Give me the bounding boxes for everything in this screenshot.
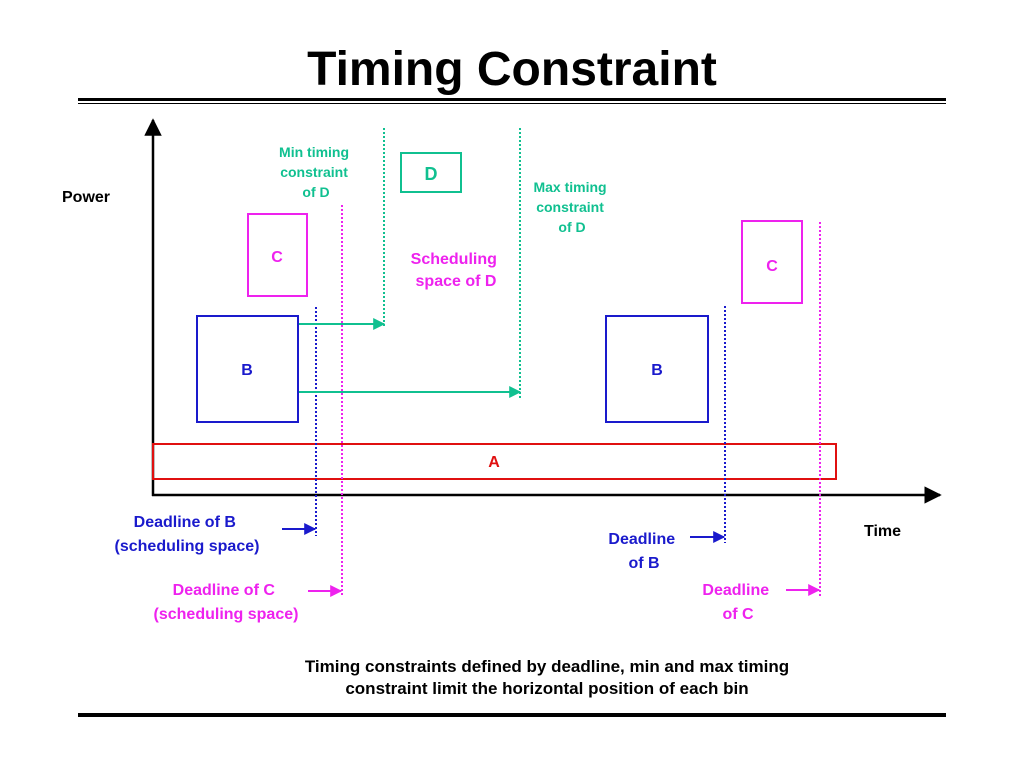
footer-divider <box>78 713 946 717</box>
caption-line-1: Timing constraints defined by deadline, … <box>304 657 790 676</box>
max-timing-d-annotation: Max timing constraint of D <box>533 179 610 235</box>
min-timing-d-annotation: Min timing constraint of D <box>279 144 353 200</box>
bin-b-first-label: B <box>241 362 253 379</box>
y-axis-label: Power <box>62 189 110 206</box>
bin-c-first-label: C <box>271 249 283 266</box>
deadline-b-sched-annotation: Deadline of B (scheduling space) <box>115 514 260 555</box>
bin-a <box>152 443 837 480</box>
bin-b-second-label: B <box>651 362 663 379</box>
deadline-c-annotation: Deadline of C <box>702 582 773 623</box>
bin-c-first <box>247 213 308 297</box>
page-title: Timing Constraint <box>307 43 717 96</box>
caption-line-2: constraint limit the horizontal position… <box>345 679 749 698</box>
title-divider <box>78 98 946 104</box>
scheduling-space-d-annotation: Scheduling space of D <box>411 251 502 290</box>
caption: Timing constraints defined by deadline, … <box>0 656 1024 700</box>
bin-d <box>400 152 462 193</box>
bin-b-second <box>605 315 709 423</box>
bin-d-label: D <box>425 164 438 184</box>
bin-b-first <box>196 315 299 423</box>
bin-c-second <box>741 220 803 304</box>
x-axis-label: Time <box>864 523 901 540</box>
deadline-b-annotation: Deadline of B <box>608 531 679 572</box>
bin-c-second-label: C <box>766 258 778 275</box>
bin-a-label: A <box>488 454 500 471</box>
deadline-c-sched-annotation: Deadline of C (scheduling space) <box>154 582 299 623</box>
